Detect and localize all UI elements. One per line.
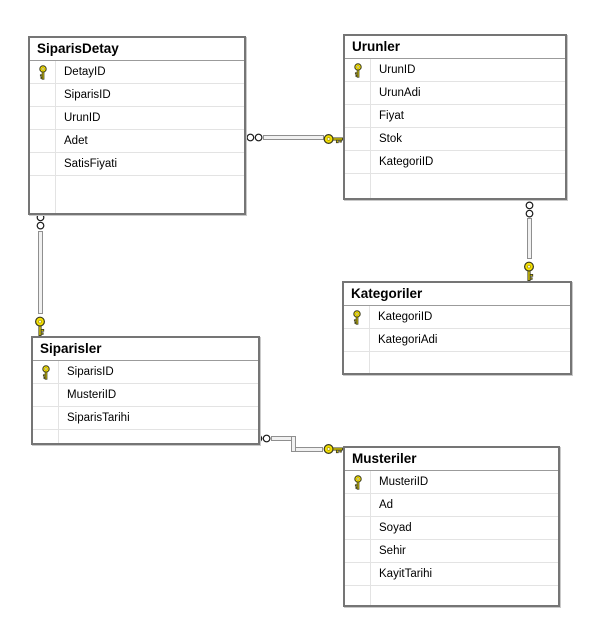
column-name: SatisFiyati	[64, 158, 118, 170]
primary-key-icon	[345, 471, 370, 493]
table-row[interactable]: KategoriAdi	[344, 329, 570, 352]
row-selector	[345, 151, 370, 173]
table-row[interactable]: MusteriID	[33, 384, 258, 407]
row-selector	[344, 329, 369, 351]
table-row[interactable]: SiparisID	[33, 361, 258, 384]
key-column-divider	[55, 61, 56, 213]
primary-key-icon	[345, 59, 370, 81]
column-name: Ad	[379, 499, 394, 511]
row-selector	[345, 128, 370, 150]
row-selector	[30, 130, 55, 152]
primary-key-icon	[30, 61, 55, 83]
relationship-line-segment	[38, 231, 43, 314]
one-key-icon	[34, 316, 46, 336]
row-selector	[30, 107, 55, 129]
table-row[interactable]: UrunID	[345, 59, 565, 82]
many-infinity-icon	[525, 201, 534, 218]
column-name: DetayID	[64, 66, 106, 78]
primary-key-icon	[344, 306, 369, 328]
column-name: MusteriID	[67, 389, 117, 401]
row-selector	[33, 384, 58, 406]
many-infinity-icon	[246, 133, 263, 142]
table-row[interactable]: Sehir	[345, 540, 558, 563]
column-name: KategoriAdi	[378, 334, 438, 346]
row-selector	[30, 153, 55, 175]
row-selector	[345, 82, 370, 104]
column-name: Adet	[64, 135, 88, 147]
table-row[interactable]: DetayID	[30, 61, 244, 84]
one-key-icon	[323, 133, 343, 145]
table-title[interactable]: Musteriler	[345, 448, 558, 471]
table-row[interactable]: Fiyat	[345, 105, 565, 128]
column-name: Sehir	[379, 545, 406, 557]
row-selector	[345, 563, 370, 585]
one-key-icon	[323, 443, 343, 455]
table-row[interactable]: Ad	[345, 494, 558, 517]
column-name: SiparisID	[64, 89, 111, 101]
column-name: Soyad	[379, 522, 412, 534]
key-column-divider	[370, 59, 371, 198]
key-column-divider	[58, 361, 59, 443]
table-row[interactable]: KategoriID	[345, 151, 565, 174]
many-infinity-icon	[36, 213, 45, 230]
key-column-divider	[369, 306, 370, 373]
column-name: UrunID	[379, 64, 416, 76]
key-column-divider	[370, 471, 371, 605]
table-siparisler[interactable]: Siparisler SiparisID MusteriID SiparisTa…	[31, 336, 260, 445]
table-row[interactable]: Stok	[345, 128, 565, 151]
table-row[interactable]: SatisFiyati	[30, 153, 244, 176]
primary-key-icon	[33, 361, 58, 383]
row-selector	[345, 105, 370, 127]
table-row[interactable]: Adet	[30, 130, 244, 153]
relationship-line-segment	[271, 436, 293, 441]
column-name: SiparisID	[67, 366, 114, 378]
column-name: KayitTarihi	[379, 568, 433, 580]
table-row[interactable]: SiparisTarihi	[33, 407, 258, 430]
table-title[interactable]: Urunler	[345, 36, 565, 59]
row-selector	[30, 84, 55, 106]
column-name: Stok	[379, 133, 403, 145]
table-row[interactable]: UrunID	[30, 107, 244, 130]
row-selector	[33, 407, 58, 429]
table-title[interactable]: Siparisler	[33, 338, 258, 361]
column-name: UrunAdi	[379, 87, 421, 99]
table-row[interactable]: SiparisID	[30, 84, 244, 107]
table-row[interactable]: KategoriID	[344, 306, 570, 329]
column-name: KategoriID	[378, 311, 433, 323]
table-title[interactable]: Kategoriler	[344, 283, 570, 306]
column-name: SiparisTarihi	[67, 412, 130, 424]
table-title[interactable]: SiparisDetay	[30, 38, 244, 61]
relationship-line-segment	[291, 436, 296, 452]
column-name: Fiyat	[379, 110, 404, 122]
column-name: UrunID	[64, 112, 101, 124]
table-row[interactable]: Soyad	[345, 517, 558, 540]
relationship-line-segment	[263, 135, 324, 140]
column-name: MusteriID	[379, 476, 429, 488]
row-selector	[345, 517, 370, 539]
table-siparisdetay[interactable]: SiparisDetay DetayID SiparisID UrunID Ad…	[28, 36, 246, 215]
table-row[interactable]: MusteriID	[345, 471, 558, 494]
row-selector	[345, 494, 370, 516]
column-name: KategoriID	[379, 156, 434, 168]
table-kategoriler[interactable]: Kategoriler KategoriID KategoriAdi	[342, 281, 572, 375]
table-row[interactable]: KayitTarihi	[345, 563, 558, 586]
table-urunler[interactable]: Urunler UrunID UrunAdi Fiyat Stok Katego…	[343, 34, 567, 200]
row-selector	[345, 540, 370, 562]
table-musteriler[interactable]: Musteriler MusteriID Ad Soyad Sehir Kayi…	[343, 446, 560, 607]
relationship-line-segment	[527, 218, 532, 259]
relationship-line-segment	[295, 447, 323, 452]
one-key-icon	[523, 261, 535, 281]
table-row[interactable]: UrunAdi	[345, 82, 565, 105]
